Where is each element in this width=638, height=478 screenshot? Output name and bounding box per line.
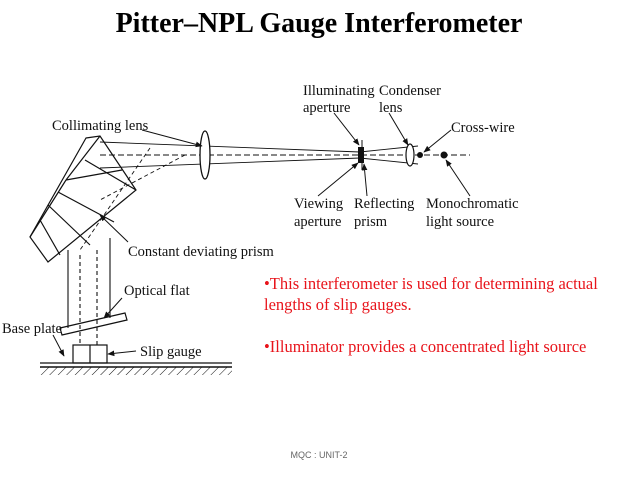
label-constant-deviating-prism: Constant deviating prism [128, 244, 275, 260]
slide-title: Pitter–NPL Gauge Interferometer [115, 8, 523, 39]
collimating-lens [199, 130, 211, 180]
ground-hatch [40, 366, 232, 375]
monochromatic-source-dot [440, 151, 448, 159]
label-slip-gauge: Slip gauge [140, 344, 202, 360]
condenser-lens [405, 143, 415, 167]
leader-arrows [52, 112, 471, 357]
label-cross-wire: Cross-wire [451, 120, 515, 136]
label-base-plate: Base plate [2, 321, 62, 337]
label-viewing-aperture: Viewing aperture [294, 196, 347, 230]
bullet-illuminator: •Illuminator provides a concentrated lig… [264, 337, 587, 356]
cross-wire-dot [417, 152, 423, 158]
label-condenser-lens: Condenser lens [379, 83, 445, 116]
label-illuminating-aperture: Illuminating aperture [303, 83, 378, 116]
label-optical-flat: Optical flat [124, 283, 190, 299]
label-collimating-lens: Collimating lens [52, 118, 149, 134]
label-reflecting-prism: Reflecting prism [354, 196, 418, 230]
optical-flat-plate [59, 312, 128, 336]
bullet-purpose: •This interferometer is used for determi… [264, 274, 598, 314]
vertical-column [67, 238, 111, 345]
slide-footer: MQC : UNIT-2 [290, 450, 348, 460]
constant-deviating-prism [29, 135, 137, 263]
label-monochromatic-source: Monochromatic light source [426, 196, 522, 230]
slip-gauge-block [72, 344, 108, 364]
